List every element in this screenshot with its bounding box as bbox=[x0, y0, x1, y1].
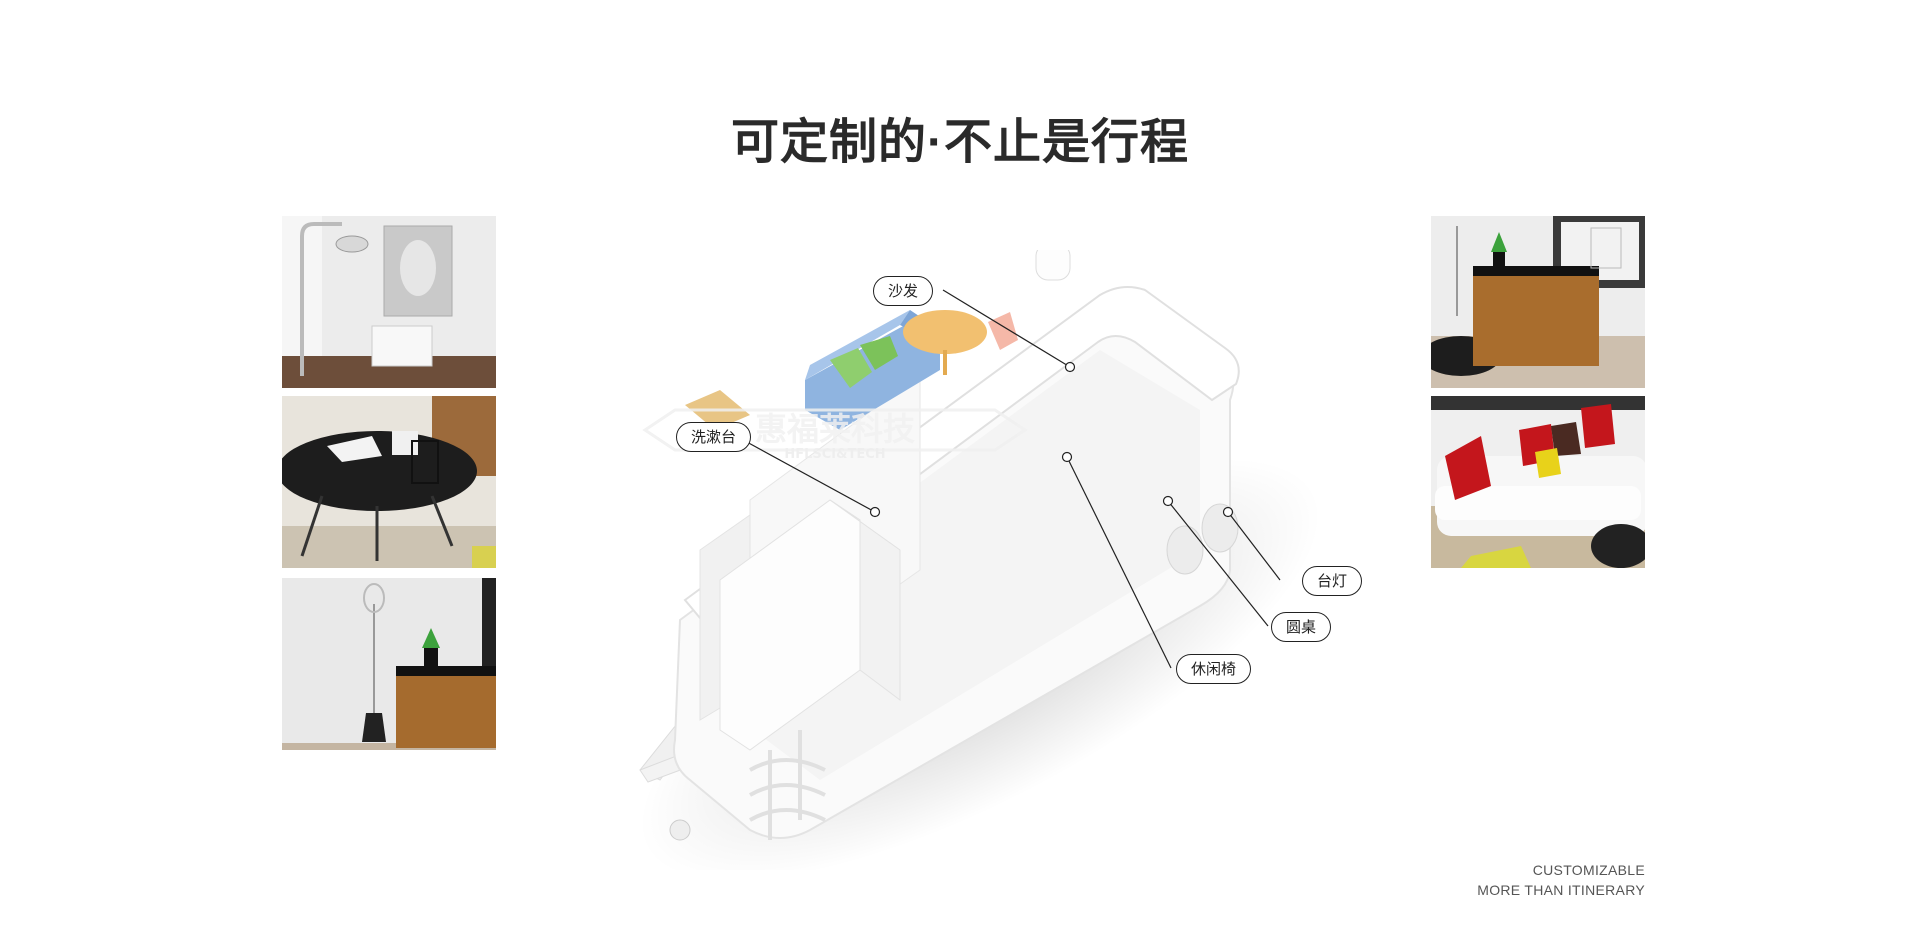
tagline: CUSTOMIZABLE MORE THAN ITINERARY bbox=[1477, 860, 1645, 900]
bathroom-shower-image bbox=[282, 216, 496, 388]
brand-watermark: 惠福莱科技 HFLSCI&TECH bbox=[642, 408, 1028, 462]
callout-chair[interactable]: 休闲椅 bbox=[1176, 654, 1252, 684]
thumbnail-round-table[interactable] bbox=[282, 396, 496, 568]
tagline-line1: CUSTOMIZABLE bbox=[1532, 862, 1645, 878]
callout-table[interactable]: 圆桌 bbox=[1271, 612, 1332, 642]
floor-lamp-cabinet-image bbox=[282, 578, 496, 750]
page-title: 可定制的·不止是行程 bbox=[731, 116, 1189, 169]
tv-cabinet-image bbox=[1431, 216, 1645, 388]
sofa-cushions-image bbox=[1431, 396, 1645, 568]
svg-text:HFLSCI&TECH: HFLSCI&TECH bbox=[784, 447, 885, 462]
thumbnail-tv-cabinet[interactable] bbox=[1431, 216, 1645, 388]
trailer-illustration: 惠福莱科技 HFLSCI&TECH bbox=[600, 250, 1420, 870]
svg-text:惠福莱科技: 惠福莱科技 bbox=[755, 410, 915, 448]
thumbnail-floor-lamp[interactable] bbox=[282, 578, 496, 750]
thumbnail-sofa-cushions[interactable] bbox=[1431, 396, 1645, 568]
callout-sofa[interactable]: 沙发 bbox=[873, 276, 934, 306]
trailer-3d-model: 惠福莱科技 HFLSCI&TECH bbox=[638, 250, 1322, 870]
callout-lamp[interactable]: 台灯 bbox=[1302, 566, 1363, 596]
callout-basin[interactable]: 洗漱台 bbox=[676, 422, 752, 452]
thumbnail-bathroom[interactable] bbox=[282, 216, 496, 388]
round-table-image bbox=[282, 396, 496, 568]
tagline-line2: MORE THAN ITINERARY bbox=[1477, 882, 1645, 898]
